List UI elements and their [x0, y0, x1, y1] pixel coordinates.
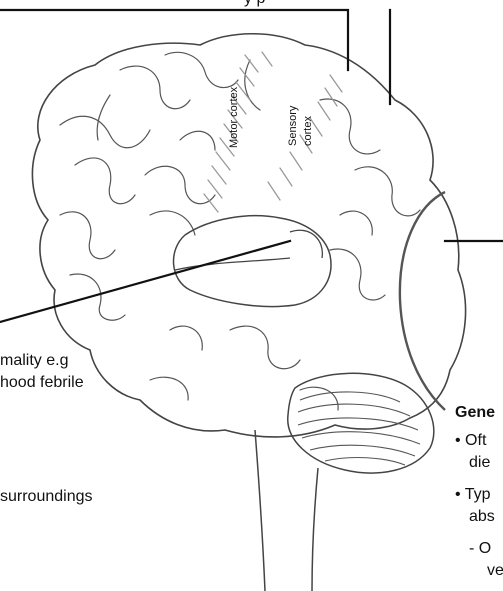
pointer-lines — [0, 10, 503, 322]
temporal-inner-fold — [175, 230, 322, 270]
left-text-line3: surroundings — [0, 486, 93, 508]
left-text-line1: mality e.g — [0, 350, 68, 372]
right-bullet1-line2: die — [469, 452, 490, 474]
sensory-cortex-label-line2: cortex — [302, 116, 315, 146]
right-sub1-line1: - O — [469, 538, 491, 560]
brain-outline — [32, 34, 465, 437]
right-bullet2-line2: abs — [469, 506, 495, 528]
left-text-line2: hood febrile — [0, 372, 84, 394]
pointer-temporal — [0, 241, 290, 322]
right-bullet2-line1: • Typ — [455, 484, 491, 506]
pointer-motor-cortex — [0, 10, 348, 70]
motor-cortex-label: Motor cortex — [228, 87, 241, 148]
right-sub1-line2: ve — [487, 560, 503, 582]
occipital-boundary — [400, 192, 445, 410]
top-caption-fragment: y p — [244, 0, 265, 10]
right-bullet1-line1: • Oft — [455, 430, 486, 452]
right-heading-fragment: Gene — [455, 402, 495, 424]
sensory-cortex-label-line1: Sensory — [287, 106, 300, 146]
